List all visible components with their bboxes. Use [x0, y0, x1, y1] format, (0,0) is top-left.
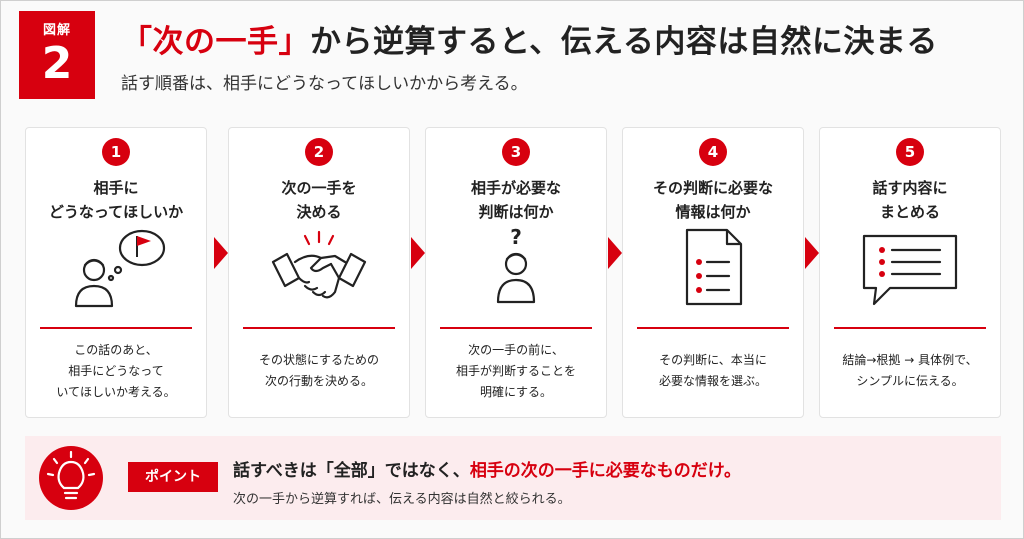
step-title-line: 次の一手を [281, 179, 357, 197]
handshake-icon [271, 230, 367, 299]
step-number: 3 [502, 138, 530, 166]
step-description-line: 必要な情報を選ぶ。 [658, 374, 767, 388]
step-title-line: まとめる [879, 203, 940, 221]
step-divider [40, 327, 192, 329]
svg-text:?: ? [510, 225, 522, 249]
step-title-line: 相手に [93, 179, 139, 197]
chevron-right-icon [608, 237, 622, 269]
step-description-line: 次の行動を決める。 [264, 374, 373, 388]
step-title: 相手が必要な 判断は何か [426, 176, 606, 224]
step-card-2: 2 次の一手を 決める その状態 [228, 127, 410, 418]
step-title-line: その判断に必要な [652, 179, 773, 197]
step-description-line: この話のあと、 [74, 343, 158, 357]
step-description: 結論→根拠 → 具体例で、 シンプルに伝える。 [820, 350, 1000, 392]
point-main-text-part: 話すべきは「全部」ではなく、 [233, 461, 470, 481]
point-main-text: 話すべきは「全部」ではなく、相手の次の一手に必要なものだけ。 [233, 456, 741, 481]
step-title-line: どうなってほしいか [48, 203, 184, 221]
step-description: 次の一手の前に、 相手が判断することを 明確にする。 [426, 340, 606, 403]
step-number: 1 [102, 138, 130, 166]
step-title-line: 情報は何か [675, 203, 751, 221]
step-divider [243, 327, 395, 329]
point-label: ポイント [128, 462, 218, 492]
point-main-text-accent: 相手の次の一手に必要なものだけ。 [469, 461, 741, 481]
step-title-line: 判断は何か [478, 203, 554, 221]
step-number: 4 [699, 138, 727, 166]
step-description-line: その判断に、本当に [659, 353, 767, 367]
figure-badge-label: 図解 [42, 23, 71, 38]
step-description-line: その状態にするための [258, 353, 380, 367]
step-title: 話す内容に まとめる [820, 176, 1000, 224]
step-number: 5 [896, 138, 924, 166]
page-title-rest: から逆算すると、伝える内容は自然に決まる [310, 24, 938, 60]
step-divider [637, 327, 789, 329]
step-description: その状態にするための 次の行動を決める。 [229, 350, 409, 392]
step-description: その判断に、本当に 必要な情報を選ぶ。 [623, 350, 803, 392]
step-title: 次の一手を 決める [229, 176, 409, 224]
step-title: 相手に どうなってほしいか [26, 176, 206, 224]
step-card-4: 4 その判断に必要な 情報は何か その判断に、本当に 必要な情報 [622, 127, 804, 418]
point-banner: ポイント 話すべきは「全部」ではなく、相手の次の一手に必要なものだけ。 次の一手… [25, 436, 1001, 520]
step-description: この話のあと、 相手にどうなって いてほしいか考える。 [26, 340, 206, 403]
figure-badge: 図解 2 [19, 11, 95, 99]
step-divider [834, 327, 986, 329]
page-subtitle: 話す順番は、相手にどうなってほしいかから考える。 [121, 74, 528, 94]
step-card-5: 5 話す内容に まとめる 結論→根拠 → 具体例で、 シンプルに伝える。 [819, 127, 1001, 418]
step-card-3: 3 相手が必要な 判断は何か ? 次の一手の前に、 相手が判断することを 明確に… [425, 127, 607, 418]
step-description-line: 次の一手の前に、 [468, 343, 564, 357]
step-description-line: いてほしいか考える。 [56, 385, 176, 399]
step-description-line: 相手が判断することを [455, 364, 576, 378]
step-description-line: 明確にする。 [479, 385, 553, 399]
chevron-right-icon [411, 237, 425, 269]
chevron-right-icon [805, 237, 819, 269]
document-list-icon [685, 228, 743, 306]
step-description-line: シンプルに伝える。 [856, 374, 964, 388]
step-number: 2 [305, 138, 333, 166]
step-description-line: 相手にどうなって [68, 364, 164, 378]
step-divider [440, 327, 592, 329]
speech-bubble-list-icon [862, 234, 958, 306]
page-title: 「次の一手」から逆算すると、伝える内容は自然に決まる [121, 16, 938, 61]
step-title-line: 相手が必要な [470, 179, 561, 197]
chevron-right-icon [214, 237, 228, 269]
figure-badge-number: 2 [41, 38, 73, 89]
step-card-1: 1 相手に どうなってほしいか この話のあと、 相手にどうなって いてほしいか考… [25, 127, 207, 418]
step-title-line: 決める [296, 203, 342, 221]
person-with-flag-thought-icon [74, 229, 166, 308]
page-title-accent: 「次の一手」 [121, 24, 310, 60]
lightbulb-icon [39, 446, 103, 510]
step-title: その判断に必要な 情報は何か [623, 176, 803, 224]
step-title-line: 話す内容に [872, 179, 948, 197]
step-description-line: 結論→根拠 → 具体例で、 [842, 353, 978, 367]
point-sub-text: 次の一手から逆算すれば、伝える内容は自然と絞られる。 [233, 492, 571, 507]
person-question-icon: ? [496, 225, 536, 304]
